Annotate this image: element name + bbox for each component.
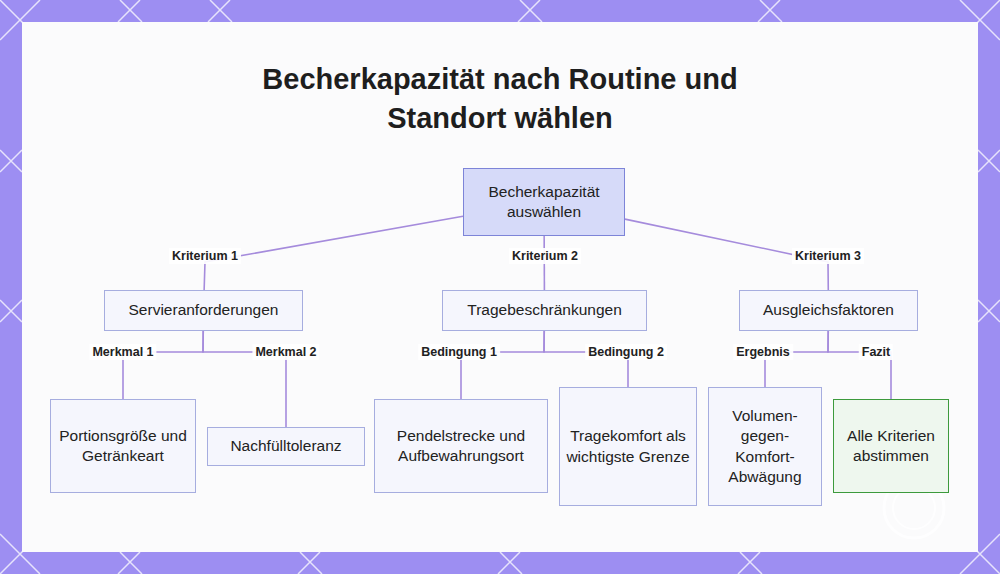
node-text: Tragebeschränkungen xyxy=(467,300,622,320)
process-box: Alle Kriterien abstimmen xyxy=(833,399,949,493)
node-text: Servieranforderungen xyxy=(129,300,279,320)
node-text: Pendelstrecke und Aufbewahrungsort xyxy=(381,426,541,466)
node-text: Volumen- gegen- Komfort- Abwägung xyxy=(715,406,815,487)
connector xyxy=(828,331,891,399)
connector xyxy=(461,331,544,399)
node-text: Nachfülltoleranz xyxy=(230,436,341,456)
connector xyxy=(204,216,463,290)
edge-label: Kriterium 1 xyxy=(169,248,241,264)
process-box: Tragebeschränkungen xyxy=(442,290,647,331)
edge-label: Fazit xyxy=(859,344,893,360)
process-box: Nachfülltoleranz xyxy=(207,427,365,466)
panel xyxy=(22,22,978,552)
process-box: Pendelstrecke und Aufbewahrungsort xyxy=(374,399,548,493)
diagram-title: Becherkapazität nach Routine und Standor… xyxy=(230,60,770,138)
node-text: Portionsgröße und Getränkeart xyxy=(57,426,189,466)
edge-label: Bedingung 1 xyxy=(418,344,500,360)
edge-label: Ergebnis xyxy=(733,344,793,360)
node-text: Alle Kriterien abstimmen xyxy=(840,426,942,466)
process-box: Portionsgröße und Getränkeart xyxy=(50,399,196,493)
node-text: Becherkapazität auswählen xyxy=(470,182,618,222)
watermark-logo xyxy=(893,487,935,529)
process-box: Tragekomfort als wichtigste Grenze xyxy=(559,387,697,506)
connector xyxy=(123,331,203,399)
edge-label: Merkmal 2 xyxy=(252,344,319,360)
process-box: Servieranforderungen xyxy=(104,290,303,331)
process-box: Ausgleichsfaktoren xyxy=(739,290,918,331)
node-text: Tragekomfort als wichtigste Grenze xyxy=(566,426,690,466)
root-box: Becherkapazität auswählen xyxy=(463,168,625,236)
edge-label: Kriterium 2 xyxy=(509,248,581,264)
edge-label: Bedingung 2 xyxy=(585,344,667,360)
process-box: Volumen- gegen- Komfort- Abwägung xyxy=(708,387,822,506)
edge-label: Merkmal 1 xyxy=(89,344,156,360)
node-text: Ausgleichsfaktoren xyxy=(763,300,894,320)
edge-label: Kriterium 3 xyxy=(792,248,864,264)
